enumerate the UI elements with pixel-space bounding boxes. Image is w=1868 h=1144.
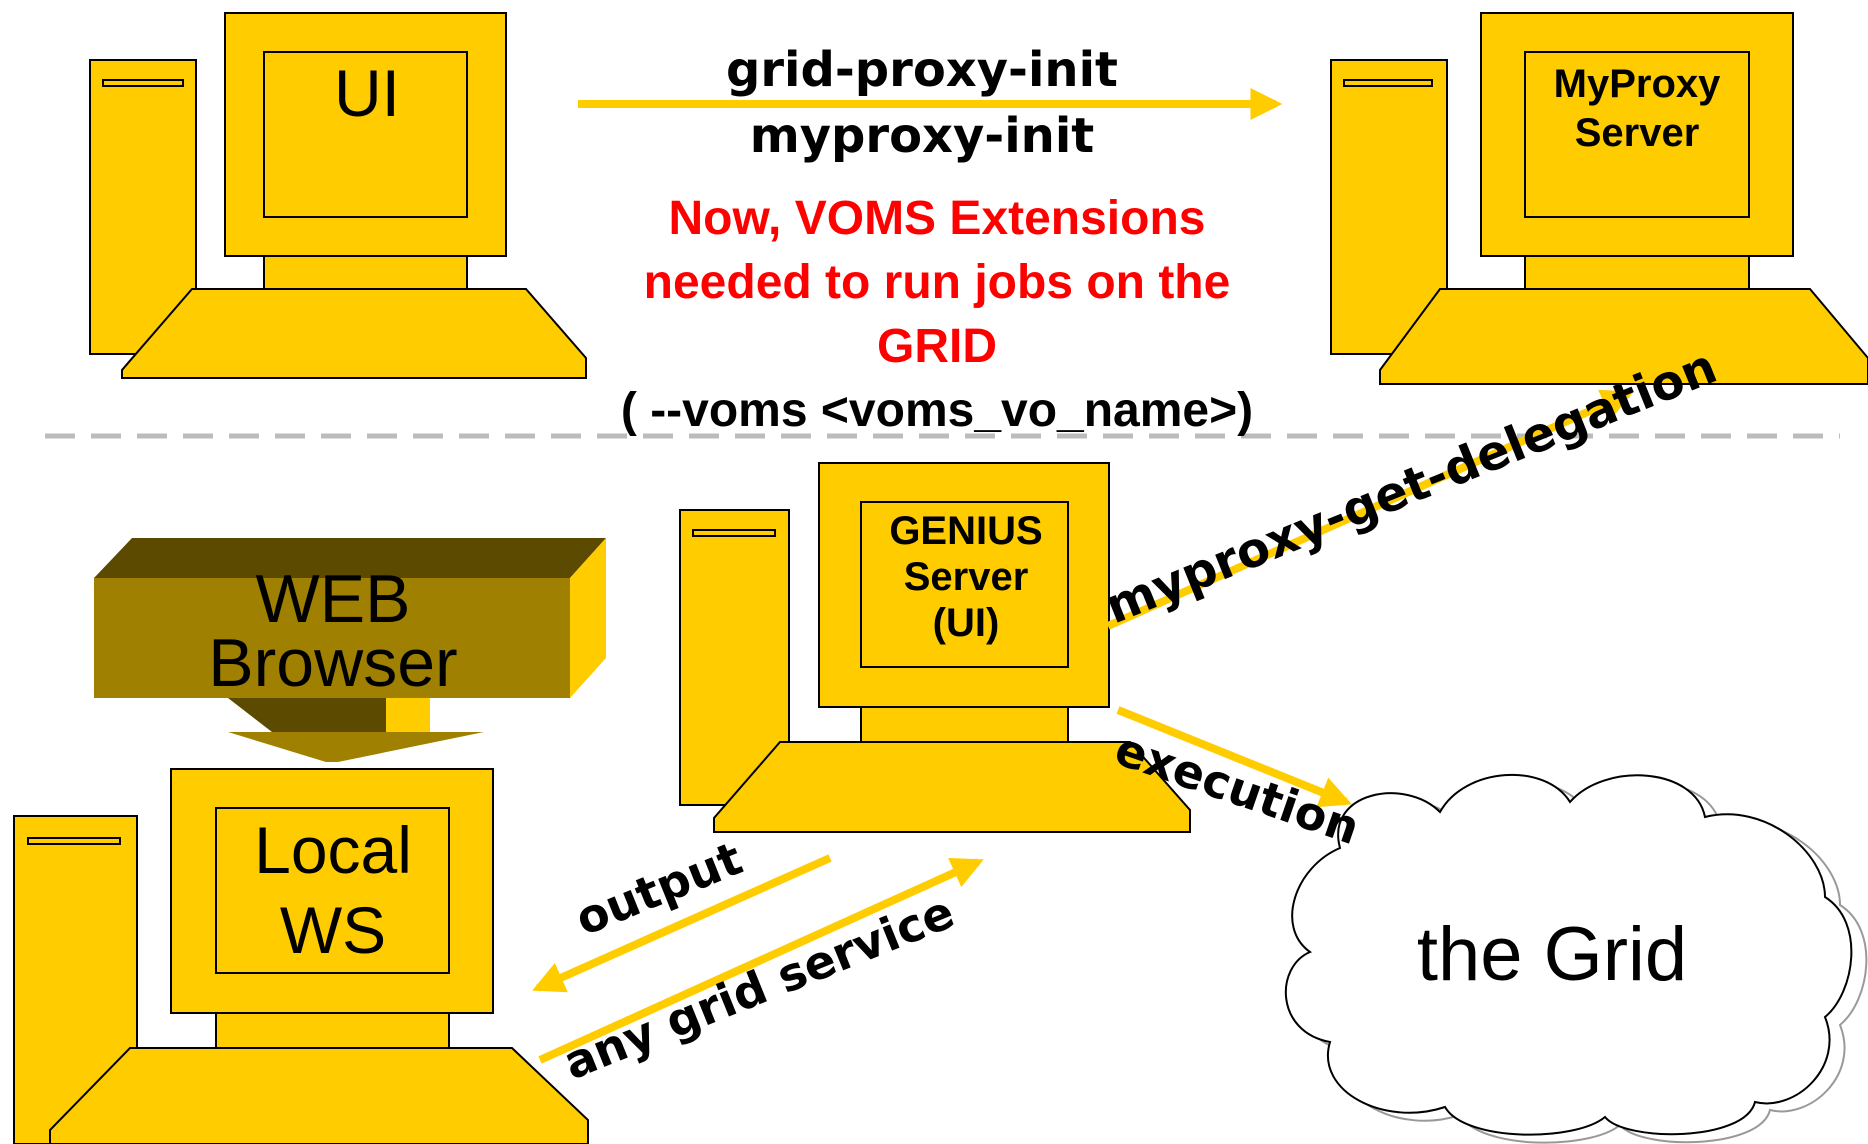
genius-stand bbox=[860, 706, 1069, 743]
genius-screen bbox=[860, 501, 1069, 668]
genius-label-line2: Server bbox=[904, 555, 1029, 599]
local-label-line1: Local bbox=[254, 813, 412, 887]
genius-keyboard bbox=[713, 741, 1191, 833]
myproxy-computer bbox=[1330, 12, 1868, 385]
notice-line2: needed to run jobs on the bbox=[644, 256, 1231, 309]
grid-label: the Grid bbox=[1417, 912, 1687, 997]
output-arrow bbox=[532, 854, 832, 993]
genius-label-line1: GENIUS bbox=[889, 509, 1042, 553]
local-keyboard bbox=[49, 1047, 589, 1144]
myproxy-stand bbox=[1524, 255, 1750, 290]
ui-computer bbox=[89, 12, 587, 379]
browser-front-face bbox=[94, 578, 570, 698]
notice-option: ( --voms <voms_vo_name>) bbox=[621, 384, 1253, 437]
local-stand bbox=[215, 1012, 450, 1049]
ui-screen bbox=[263, 51, 468, 218]
ui-label: UI bbox=[334, 56, 400, 130]
ui-stand bbox=[263, 255, 468, 290]
notice-line3: GRID bbox=[877, 320, 997, 373]
execution-arrow bbox=[1116, 706, 1352, 808]
init-label-line1: grid-proxy-init bbox=[726, 42, 1118, 98]
genius-computer bbox=[679, 462, 1191, 833]
browser-label-line2: Browser bbox=[208, 625, 457, 701]
myproxy-label-line2: Server bbox=[1575, 111, 1700, 155]
local-tower bbox=[13, 815, 138, 1144]
myproxy-screen bbox=[1524, 51, 1750, 218]
output-label: output bbox=[568, 831, 750, 946]
local-label-line2: WS bbox=[280, 893, 386, 967]
genius-label-line3: (UI) bbox=[933, 601, 1000, 645]
notice-line1: Now, VOMS Extensions bbox=[669, 192, 1206, 245]
browser-arrow-head bbox=[228, 732, 484, 762]
local-screen bbox=[215, 807, 450, 974]
init-label-line2: myproxy-init bbox=[750, 108, 1095, 164]
web-browser-block bbox=[94, 538, 606, 762]
myproxy-keyboard bbox=[1379, 288, 1868, 385]
browser-top-face bbox=[94, 538, 606, 578]
browser-arrow-stem bbox=[228, 698, 386, 732]
browser-arrow-stem-side bbox=[386, 698, 430, 732]
myproxy-label-line1: MyProxy bbox=[1554, 62, 1721, 106]
browser-label-line1: WEB bbox=[256, 561, 411, 637]
grid-cloud bbox=[1284, 773, 1868, 1144]
service-arrow bbox=[538, 857, 984, 1064]
browser-side-face bbox=[570, 538, 606, 698]
ui-keyboard bbox=[121, 288, 587, 379]
cloud-body bbox=[1284, 773, 1853, 1136]
local-computer bbox=[13, 768, 589, 1144]
delegation-arrow bbox=[1106, 389, 1634, 630]
